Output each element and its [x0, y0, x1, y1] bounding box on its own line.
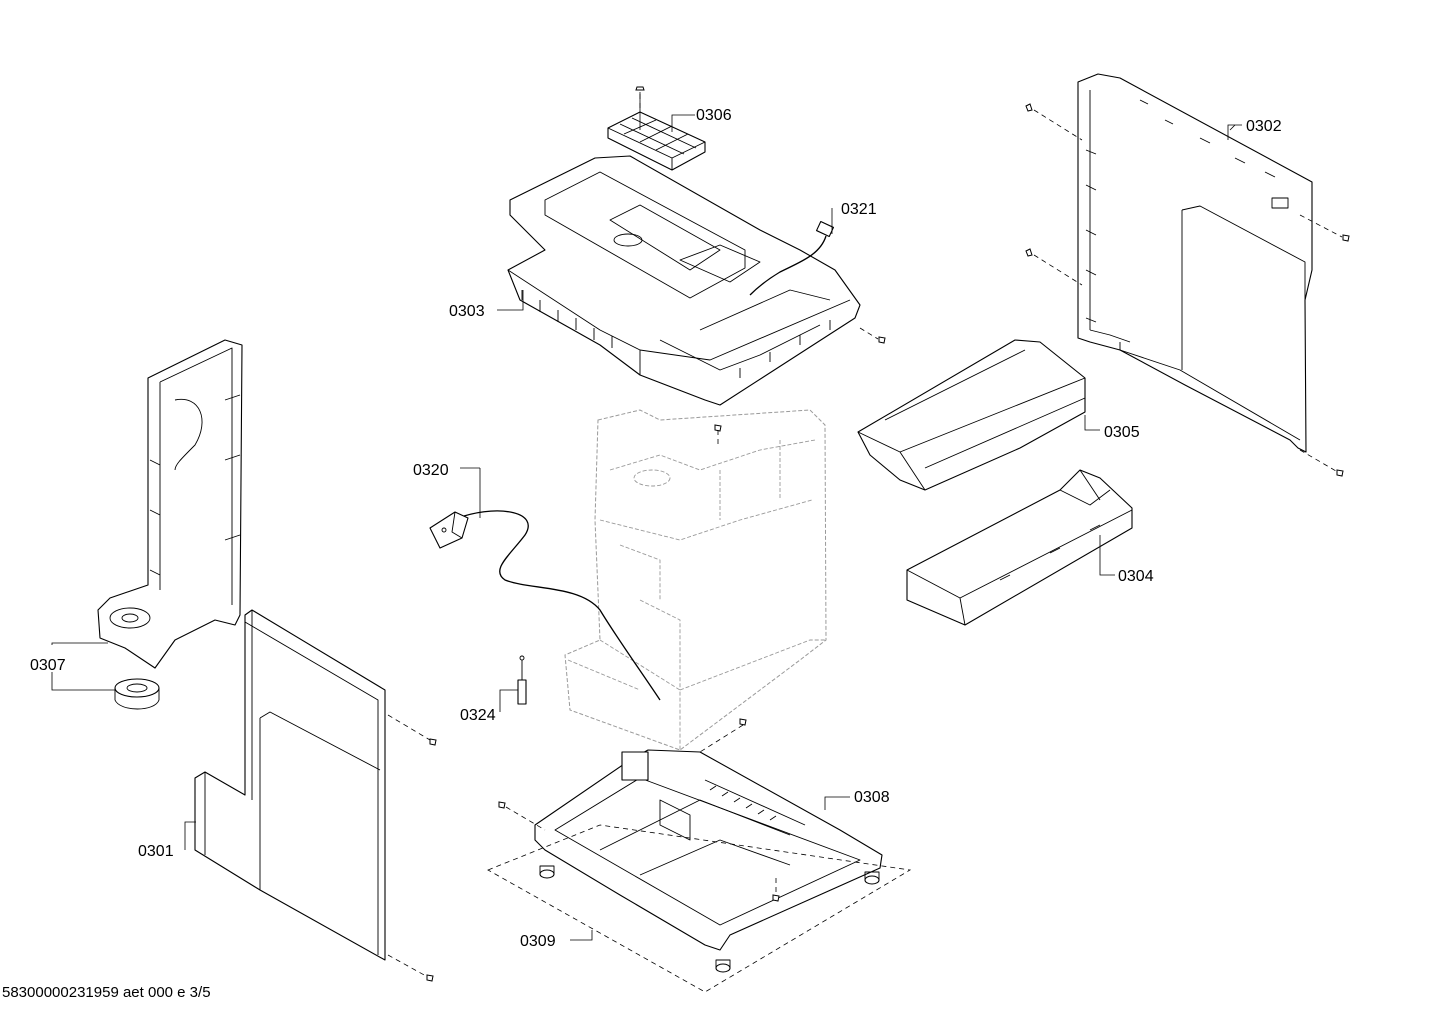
- part-0307-ring: [114, 678, 160, 710]
- part-0302-rear-panel: [1077, 73, 1313, 453]
- base-feet: [539, 865, 880, 973]
- leader-lines: [51, 114, 1242, 941]
- label-0308: 0308: [854, 789, 890, 806]
- part-0306-grille: [607, 92, 706, 171]
- assembly-lines: [387, 94, 1343, 977]
- label-0306: 0306: [696, 107, 732, 124]
- label-0307: 0307: [30, 657, 66, 674]
- part-0307-side-frame: [97, 339, 243, 669]
- screws: [426, 86, 1350, 982]
- label-0320: 0320: [413, 462, 449, 479]
- label-0304: 0304: [1118, 568, 1154, 585]
- drawing-reference: 58300000231959 aet 000 e 3/5: [2, 984, 211, 1001]
- part-0324-sensor: [517, 655, 527, 705]
- part-0320-power-cable: [429, 510, 661, 701]
- part-0305-lid: [857, 339, 1086, 491]
- part-0303-top-cover: [507, 155, 861, 406]
- label-0302: 0302: [1246, 118, 1282, 135]
- label-0324: 0324: [460, 707, 496, 724]
- part-0304-drawer: [906, 469, 1133, 626]
- part-0309-footprint: [487, 824, 912, 993]
- part-0321-connector: [749, 220, 835, 296]
- label-0309: 0309: [520, 933, 556, 950]
- label-0321: 0321: [841, 201, 877, 218]
- part-0308-base: [534, 749, 883, 951]
- label-0303: 0303: [449, 303, 485, 320]
- part-0301-front-panel: [194, 609, 386, 961]
- label-0301: 0301: [138, 843, 174, 860]
- label-0305: 0305: [1104, 424, 1140, 441]
- part-labels: 0306 0302 0321 0303 0305 0320 0304 0307 …: [30, 107, 1282, 950]
- ghost-housing: [564, 409, 827, 751]
